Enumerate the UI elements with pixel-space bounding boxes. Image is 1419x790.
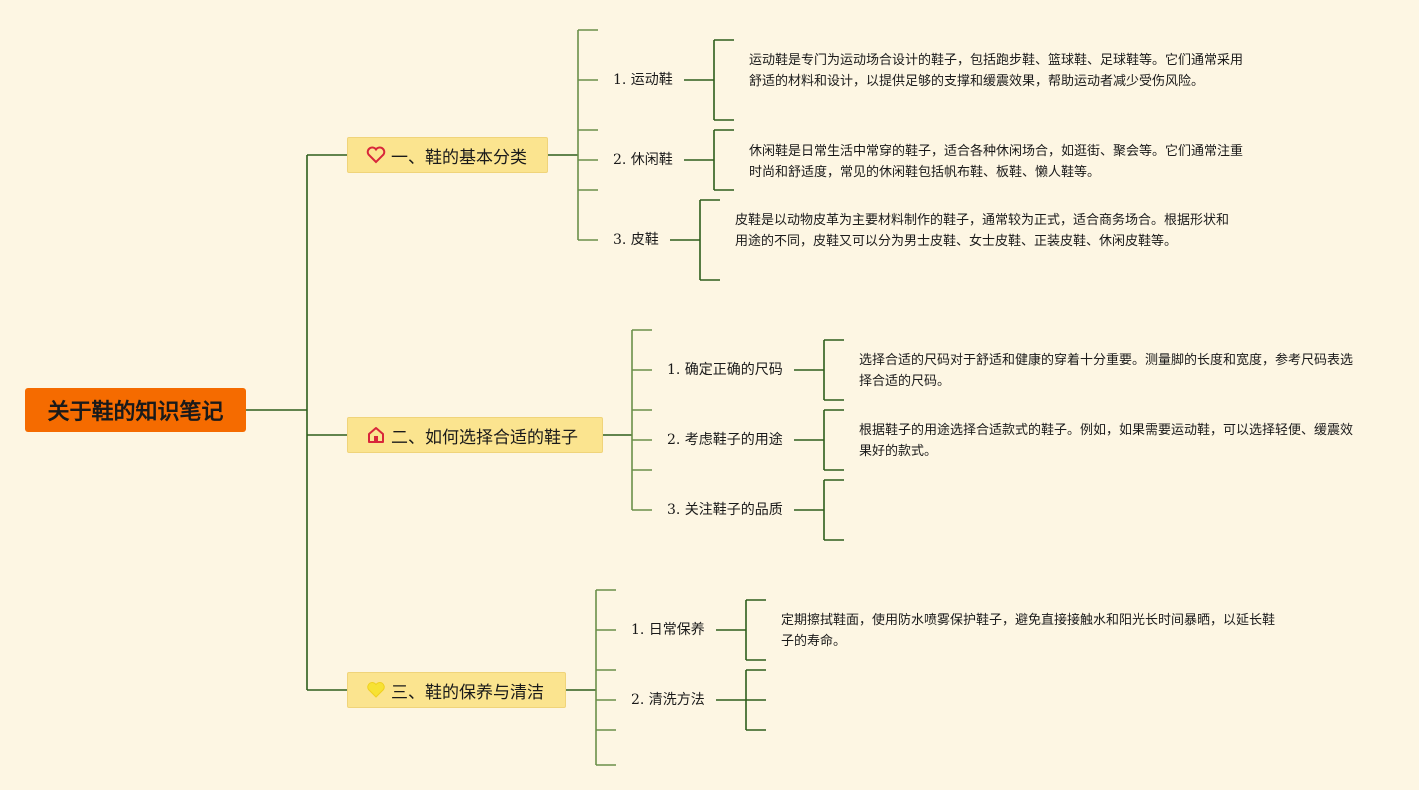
description-daily-care: 定期擦拭鞋面，使用防水喷雾保护鞋子，避免直接接触水和阳光长时间暴晒，以延长鞋子的…	[781, 613, 1276, 649]
sub-1-2-connector	[684, 129, 734, 191]
topic-3-bracket	[595, 589, 616, 766]
topic-label: 二、如何选择合适的鞋子	[391, 427, 578, 448]
heart-filled-icon	[365, 679, 387, 701]
topic-label: 一、鞋的基本分类	[391, 147, 527, 168]
root-topic[interactable]: 关于鞋的知识笔记	[25, 388, 246, 432]
heart-icon	[365, 144, 387, 166]
description-leather-shoes: 皮鞋是以动物皮革为主要材料制作的鞋子，通常较为正式，适合商务场合。根据形状和用途…	[735, 213, 1230, 249]
subtopic-quality[interactable]: 3. 关注鞋子的品质	[667, 502, 783, 518]
topic-1-bracket	[577, 29, 598, 241]
sub-3-1-connector	[716, 599, 766, 661]
subtopic-consider-purpose[interactable]: 2. 考虑鞋子的用途	[667, 432, 783, 448]
root-connector	[246, 154, 347, 691]
root-topic-label: 关于鞋的知识笔记	[47, 400, 224, 425]
sub-2-2-connector	[794, 409, 844, 471]
sub-3-2-connector	[716, 669, 766, 731]
topic-2-bracket	[631, 329, 652, 511]
topic-label: 三、鞋的保养与清洁	[391, 682, 544, 703]
sub-2-1-connector	[794, 339, 844, 401]
topic-choose-shoes[interactable]: 二、如何选择合适的鞋子	[347, 417, 603, 453]
sub-1-3-connector	[670, 199, 720, 281]
description-casual-shoes: 休闲鞋是日常生活中常穿的鞋子，适合各种休闲场合，如逛街、聚会等。它们通常注重时尚…	[749, 144, 1244, 180]
description-correct-size: 选择合适的尺码对于舒适和健康的穿着十分重要。测量脚的长度和宽度，参考尺码表选择合…	[859, 353, 1354, 389]
sub-1-1-connector	[684, 39, 734, 121]
subtopic-sports-shoes[interactable]: 1. 运动鞋	[613, 72, 673, 88]
subtopic-casual-shoes[interactable]: 2. 休闲鞋	[613, 152, 673, 168]
subtopic-cleaning-method[interactable]: 2. 清洗方法	[631, 692, 705, 708]
description-consider-purpose: 根据鞋子的用途选择合适款式的鞋子。例如，如果需要运动鞋，可以选择轻便、缓震效果好…	[859, 423, 1354, 459]
subtopic-correct-size[interactable]: 1. 确定正确的尺码	[667, 362, 783, 378]
house-icon	[365, 424, 387, 446]
subtopic-daily-care[interactable]: 1. 日常保养	[631, 622, 705, 638]
subtopic-leather-shoes[interactable]: 3. 皮鞋	[613, 232, 659, 248]
topic-care-cleaning[interactable]: 三、鞋的保养与清洁	[347, 672, 566, 708]
topic-basic-categories[interactable]: 一、鞋的基本分类	[347, 137, 548, 173]
sub-2-3-connector	[794, 479, 844, 541]
description-sports-shoes: 运动鞋是专门为运动场合设计的鞋子，包括跑步鞋、篮球鞋、足球鞋等。它们通常采用舒适…	[749, 53, 1244, 89]
